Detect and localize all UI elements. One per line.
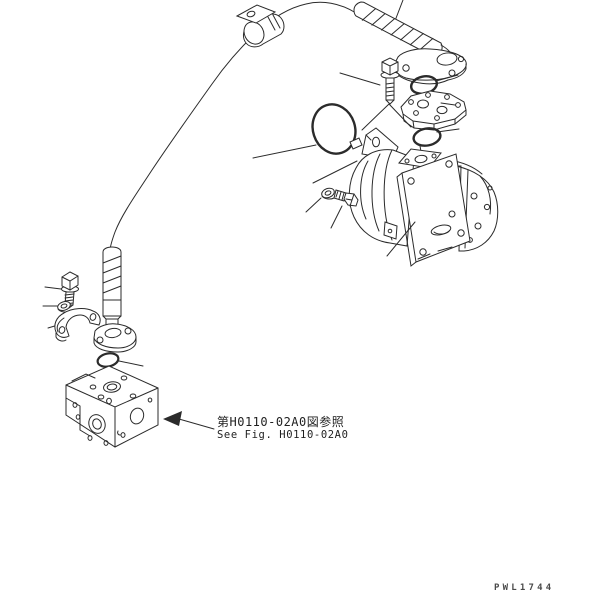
leader-lines — [42, 0, 460, 367]
hose — [109, 1, 357, 252]
washer-mid — [321, 187, 335, 200]
reference-note-jp: 第H0110-02A0図参照 — [217, 415, 345, 429]
adapter-flange-block — [400, 90, 467, 131]
bolt-side — [333, 189, 359, 207]
bolt-top — [361, 57, 412, 131]
valve-block — [65, 365, 159, 448]
reference-note-en: See Fig. H0110-02A0 — [217, 429, 349, 441]
reference-note: 第H0110-02A0図参照 See Fig. H0110-02A0 — [217, 415, 349, 442]
pump-mount-o-ring — [311, 103, 357, 155]
tube — [102, 246, 122, 337]
pump-assembly — [312, 127, 499, 267]
tube-flange — [93, 323, 137, 353]
hose-clamp — [235, 4, 285, 48]
elbow-flange — [394, 48, 467, 85]
reference-arrow — [163, 411, 215, 430]
split-flange-clamp — [54, 308, 101, 342]
watermark: PWL1744 — [494, 583, 555, 593]
